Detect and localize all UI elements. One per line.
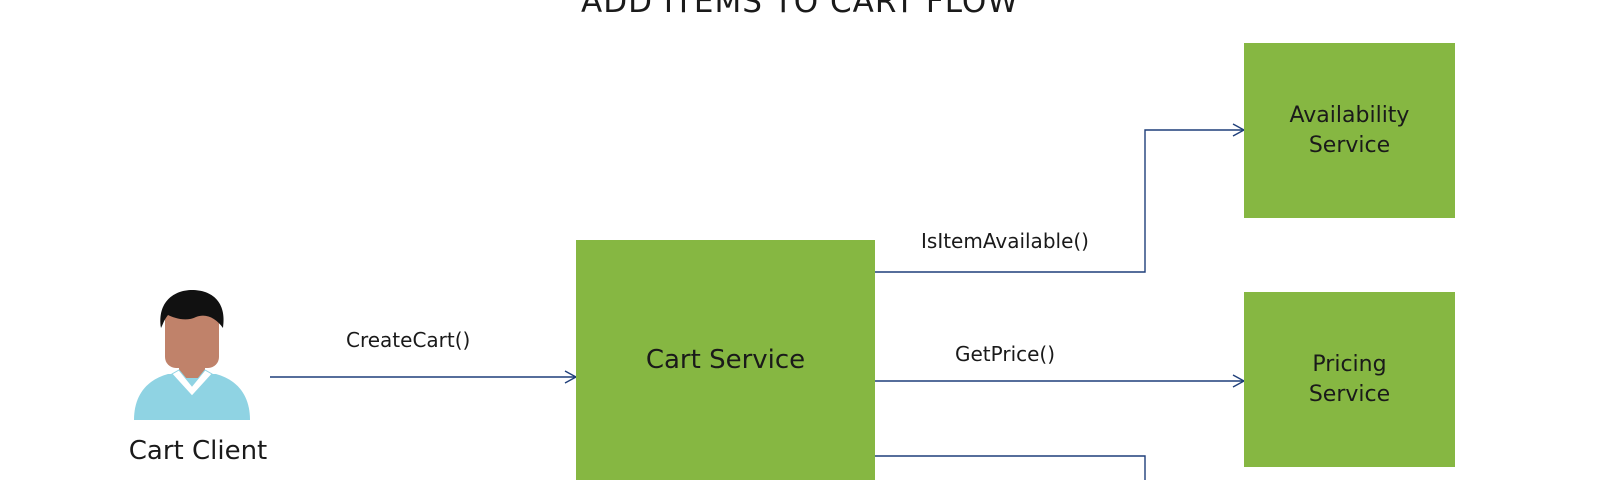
actor-hair-shape bbox=[160, 290, 224, 328]
arrow-isitemavailable bbox=[875, 123, 1246, 273]
diagram-title: ADD ITEMS TO CART FLOW bbox=[581, 0, 1019, 20]
actor-collar-shape bbox=[171, 369, 213, 397]
actor-face-shape bbox=[165, 306, 219, 368]
actor-shirt-shape bbox=[134, 374, 250, 420]
pricing-service-box: Pricing Service bbox=[1244, 292, 1455, 467]
cart-service-label: Cart Service bbox=[645, 345, 806, 375]
isitemavailable-label: IsItemAvailable() bbox=[921, 229, 1089, 253]
availability-service-label: Availability Service bbox=[1289, 102, 1410, 158]
pricing-service-label: Pricing Service bbox=[1308, 351, 1391, 407]
cart-client-label: Cart Client bbox=[128, 436, 268, 466]
cart-service-box: Cart Service bbox=[576, 240, 875, 480]
user-avatar-icon bbox=[134, 290, 250, 420]
createcart-label: CreateCart() bbox=[346, 328, 471, 352]
arrow-lower-connector bbox=[875, 455, 1146, 480]
getprice-label: GetPrice() bbox=[955, 342, 1056, 366]
availability-service-box: Availability Service bbox=[1244, 43, 1455, 218]
